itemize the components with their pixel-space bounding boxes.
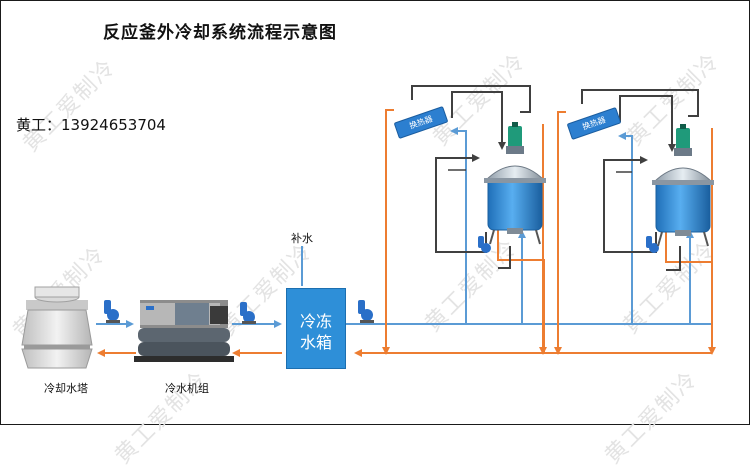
reactor-vessel-icon <box>652 167 714 247</box>
cooling-tower-icon <box>21 286 93 369</box>
diagram-title: 反应釜外冷却系统流程示意图 <box>103 23 337 43</box>
flow-diagram <box>21 85 716 369</box>
chiller-label: 冷水机组 <box>165 382 209 395</box>
agitator-motor-icon <box>506 122 524 154</box>
pump-icon <box>646 236 659 253</box>
contact-info: 黄工：13924653704 <box>16 116 166 134</box>
cooling-tower-label: 冷却水塔 <box>44 382 88 395</box>
chiller-unit-icon <box>134 300 234 362</box>
makeup-water-label: 补水 <box>291 232 313 245</box>
pump-icon <box>104 300 120 323</box>
pump-icon <box>358 300 374 323</box>
pump-icon <box>240 302 256 324</box>
tank-label-line1: 冷冻 <box>299 312 332 331</box>
pump-icon <box>478 236 491 253</box>
chilled-water-tank: 冷冻 水箱 <box>286 288 346 369</box>
agitator-motor-icon <box>674 124 692 156</box>
tank-label-line2: 水箱 <box>299 333 332 352</box>
reactor-vessel-icon <box>484 165 546 245</box>
diagram-frame <box>0 0 750 425</box>
